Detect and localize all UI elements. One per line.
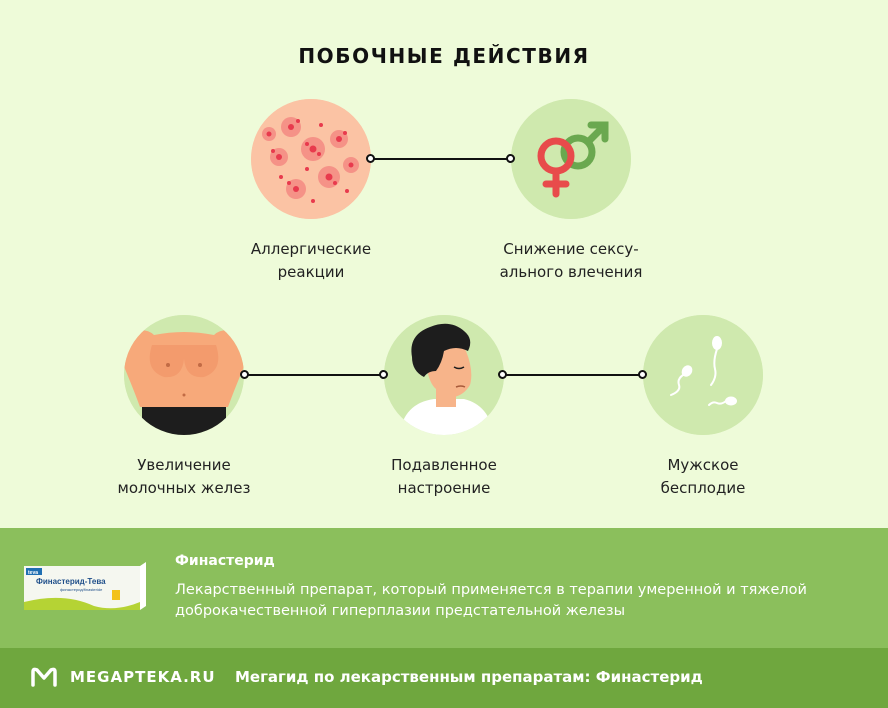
enlarged-chest-icon [124,315,244,435]
sad-man-icon [384,315,504,435]
connector-dot [498,370,507,379]
drug-box-brand: teva [28,570,38,576]
sperm-icon [643,315,763,435]
caption-chest: Увеличение молочных желез [117,456,251,497]
connector-dot [638,370,647,379]
drug-description: Лекарственный препарат, который применяе… [175,582,807,619]
drug-box-image: teva Финастерид-Тева финастерид/finaster… [24,562,146,610]
footer-brand[interactable]: MEGAPTEKA.RU [70,668,216,686]
drug-box-title: Финастерид-Тева [36,577,106,586]
gender-symbols-icon [511,99,631,219]
allergy-rash-icon [251,99,371,219]
connector-dot [240,370,249,379]
drug-info-band [0,528,888,648]
connector-top [372,158,511,160]
footer-bar [0,648,888,708]
page-title: ПОБОЧНЫЕ ДЕЙСТВИЯ [298,44,590,68]
drug-box-subtitle: финастерид/finasteride [60,587,103,592]
connector-right [504,374,643,376]
footer-link-text[interactable]: Мегагид по лекарственным препаратам: Фин… [235,668,703,686]
caption-allergy: Аллергические реакции [250,240,372,281]
connector-dot [506,154,515,163]
drug-name: Финастерид [175,553,275,569]
caption-mood: Подавленное настроение [391,456,497,497]
megapteka-logo-icon [30,666,58,688]
connector-dot [366,154,375,163]
caption-libido: Снижение сексу- ального влечения [499,240,643,281]
connector-left [245,374,384,376]
connector-dot [379,370,388,379]
caption-infertility: Мужское бесплодие [660,456,746,497]
